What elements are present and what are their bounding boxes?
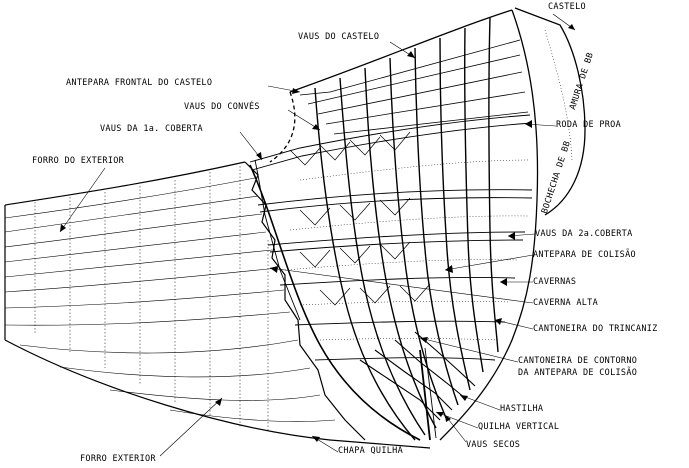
label-castelo: CASTELO — [548, 2, 586, 12]
shell-strakes — [4, 177, 336, 422]
rivet-lines — [284, 29, 573, 341]
label-antepara-frontal-do-castelo: ANTEPARA FRONTAL DO CASTELO — [66, 78, 213, 88]
label-cavernas: CAVERNAS — [533, 277, 577, 287]
label-vaus-da-2a-coberta: VAUS DA 2a.COBERTA — [535, 229, 633, 239]
label-cantoneira-do-trincaniz: CANTONEIRA DO TRINCANIZ — [533, 324, 658, 334]
label-antepara-de-colisao: ANTEPARA DE COLISÃO — [533, 250, 636, 260]
label-forro-exterior: FORRO EXTERIOR — [80, 454, 156, 464]
label-vaus-da-1a-coberta: VAUS DA 1a. COBERTA — [100, 124, 203, 134]
brackets — [289, 131, 431, 306]
floors-and-keel — [359, 331, 476, 441]
label-forro-do-exterior: FORRO DO EXTERIOR — [32, 156, 125, 166]
label-vaus-secos: VAUS SECOS — [466, 440, 521, 450]
label-chapa-quilha: CHAPA QUILHA — [338, 446, 404, 456]
hull-shell — [4, 161, 431, 449]
label-vaus-do-castelo: VAUS DO CASTELO — [298, 32, 380, 42]
frames — [314, 17, 499, 441]
label-cantoneira-de-contorno-line2: DA ANTEPARA DE COLISÃO — [518, 368, 638, 378]
longitudinal-members — [249, 114, 533, 361]
forecastle-deck-beams — [299, 39, 529, 135]
label-cantoneira-de-contorno-line1: CANTONEIRA DE CONTORNO — [518, 356, 638, 366]
collision-bulkhead — [249, 159, 421, 441]
label-roda-de-proa: RODA DE PROA — [556, 120, 622, 130]
label-vaus-do-conves: VAUS DO CONVÉS — [184, 102, 260, 112]
label-hastilha: HASTILHA — [500, 404, 544, 414]
label-quilha-vertical: QUILHA VERTICAL — [478, 422, 560, 432]
forecastle-outline — [269, 7, 586, 441]
label-caverna-alta: CAVERNA ALTA — [533, 298, 599, 308]
shell-butts — [34, 166, 269, 432]
arrowheads — [60, 24, 575, 442]
